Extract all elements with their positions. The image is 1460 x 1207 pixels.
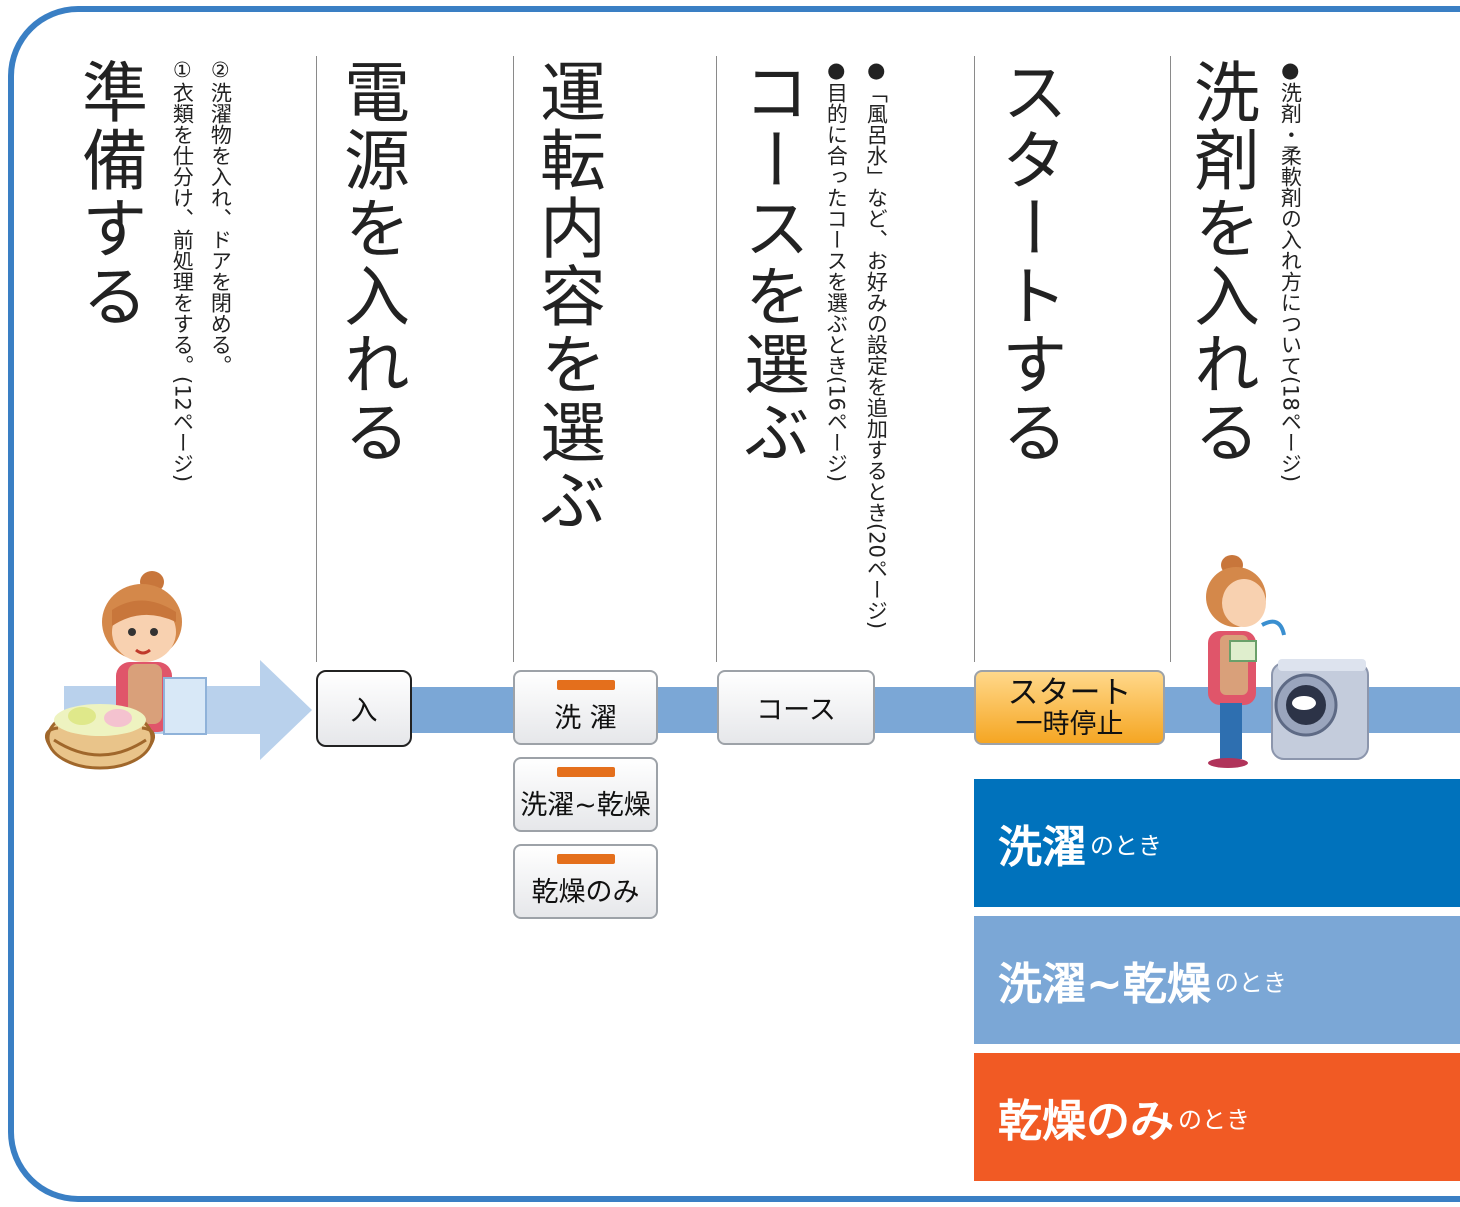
power-button[interactable]: 入 — [316, 670, 412, 747]
step-prepare-note-2: ②洗濯物を入れ、ドアを閉める。 — [208, 58, 233, 376]
legend-wash-dry: 洗濯~乾燥 のとき — [974, 916, 1460, 1044]
divider-5 — [1170, 56, 1171, 662]
divider-3 — [716, 56, 717, 662]
wash-indicator-icon — [556, 680, 615, 690]
legend-wash-suffix: のとき — [1090, 831, 1162, 860]
divider-4 — [974, 56, 975, 662]
legend-wash-dry-suffix: のとき — [1214, 968, 1287, 997]
dry-only-indicator-icon — [556, 854, 615, 864]
step-prepare-title: 準備する — [71, 58, 148, 330]
step-course-note-1: ●目的に合ったコースを選ぶとき(16ページ) — [824, 58, 849, 483]
power-button-label: 入 — [350, 696, 378, 727]
legend-dry-only: 乾燥のみ のとき — [974, 1053, 1460, 1181]
step-power-title: 電源を入れる — [333, 58, 410, 466]
legend-dry-only-suffix: のとき — [1178, 1105, 1250, 1134]
legend-wash-main: 洗濯 — [998, 822, 1086, 873]
pause-button-label: 一時停止 — [1015, 708, 1124, 740]
legend-wash: 洗濯 のとき — [974, 779, 1460, 907]
dry-only-button-label: 乾燥のみ — [531, 877, 640, 908]
start-pause-button[interactable]: スタート 一時停止 — [974, 670, 1165, 745]
wash-dry-button-label: 洗濯~乾燥 — [520, 790, 651, 821]
wash-button-label: 洗 濯 — [554, 703, 617, 734]
legend-dry-only-main: 乾燥のみ — [998, 1096, 1174, 1147]
divider-1 — [316, 56, 317, 662]
start-button-label: スタート — [1007, 674, 1132, 711]
step-detergent-note-1: ●洗剤・柔軟剤の入れ方について(18ページ) — [1278, 58, 1303, 483]
course-button-label: コース — [756, 695, 836, 726]
step-course-title: コースを選ぶ — [733, 58, 810, 466]
wash-button[interactable]: 洗 濯 — [513, 670, 658, 745]
woman-with-laundry-basket-illustration — [44, 571, 207, 770]
course-button[interactable]: コース — [717, 670, 875, 745]
step-prepare-note-1: ①衣類を仕分け、前処理をする。(12ページ) — [170, 58, 195, 483]
step-start-title: スタートする — [991, 58, 1068, 466]
step-detergent-title: 洗剤を入れる — [1183, 58, 1260, 466]
legend-wash-dry-main: 洗濯~乾燥 — [998, 959, 1211, 1010]
wash-dry-indicator-icon — [556, 767, 615, 777]
woman-at-washing-machine-illustration — [1206, 555, 1369, 768]
wash-dry-button[interactable]: 洗濯~乾燥 — [513, 757, 658, 832]
step-course-note-2: ●「風呂水」など、お好みの設定を追加するとき(20ページ) — [864, 58, 889, 630]
divider-2 — [513, 56, 514, 662]
dry-only-button[interactable]: 乾燥のみ — [513, 844, 658, 919]
step-mode-title: 運転内容を選ぶ — [529, 58, 606, 534]
